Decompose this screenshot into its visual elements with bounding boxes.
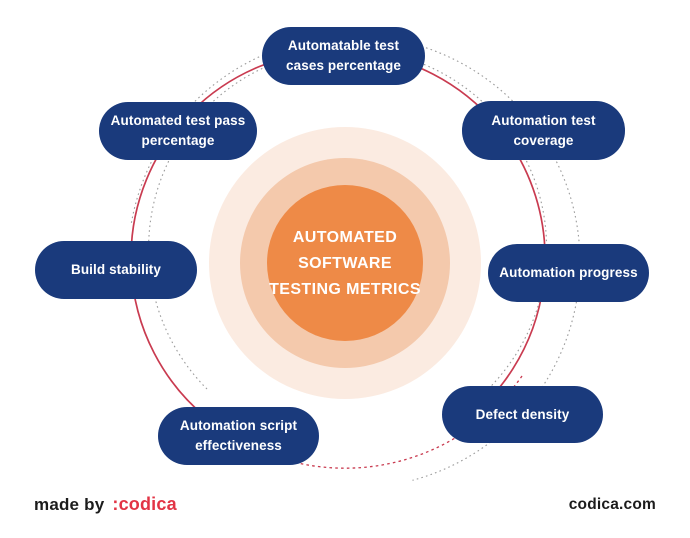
center-title: AUTOMATED SOFTWARE TESTING METRICS	[269, 229, 421, 298]
codica-logo: :codica	[112, 494, 177, 514]
metric-pill-automated-test-pass-percentage: Automated test pass percentage	[99, 102, 257, 160]
metric-label: Automation script effectiveness	[179, 418, 298, 453]
metric-pill-build-stability: Build stability	[35, 241, 197, 299]
metric-label: Automatable test cases percentage	[286, 38, 401, 73]
metric-pill-automation-test-coverage: Automation test coverage	[462, 101, 625, 160]
metric-pill-automation-script-effectiveness: Automation script effectiveness	[158, 407, 319, 465]
metric-label: Build stability	[70, 262, 161, 278]
metric-pill-automatable-test-cases-percentage: Automatable test cases percentage	[262, 27, 425, 85]
metric-label: Automated test pass percentage	[110, 113, 246, 148]
metric-label: Automation test coverage	[491, 112, 596, 148]
metric-label: Defect density	[475, 406, 570, 422]
website-label: codica.com	[568, 496, 656, 513]
metric-pill-defect-density: Defect density	[442, 386, 603, 443]
metric-pill-automation-progress: Automation progress	[488, 244, 649, 302]
metric-label: Automation progress	[499, 265, 638, 281]
made-by-label: made by	[34, 495, 105, 514]
made-by-attribution: made by :codica	[34, 494, 177, 515]
center-ring-inner	[267, 185, 423, 341]
